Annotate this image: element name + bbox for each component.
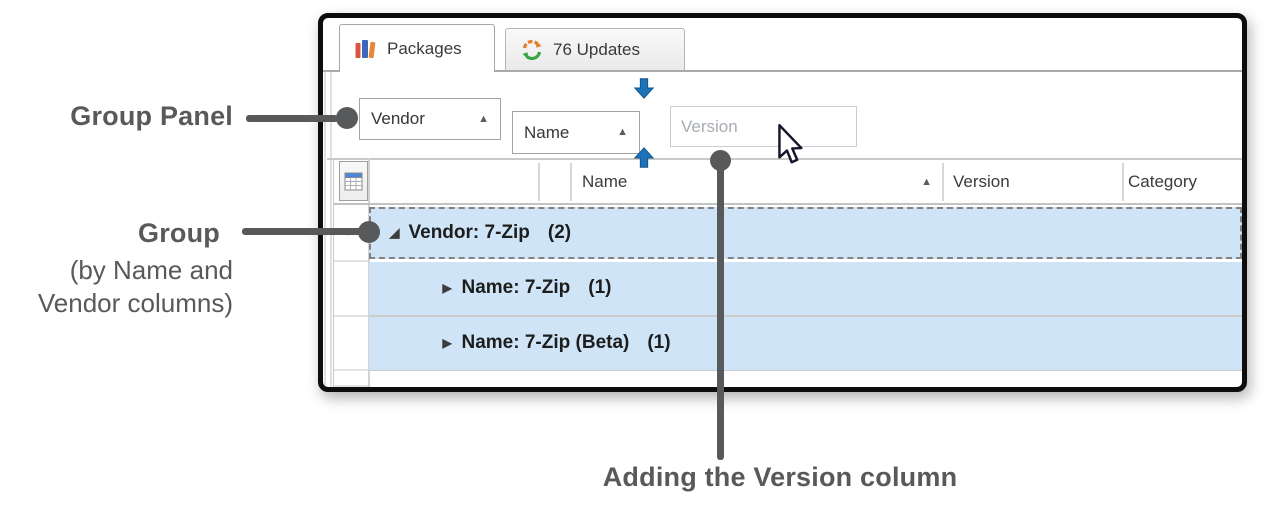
column-separator[interactable]: [570, 163, 572, 201]
tab-strip-divider: [323, 70, 1242, 72]
group-row-name-7zip[interactable]: ▶ Name: 7-Zip (1): [368, 261, 1242, 315]
sort-ascending-icon: ▲: [478, 112, 489, 125]
group-row-count: (1): [588, 277, 612, 299]
packages-icon: [355, 39, 376, 58]
group-row-name-7zip-beta[interactable]: ▶ Name: 7-Zip (Beta) (1): [368, 316, 1242, 370]
annotation-group-panel-line: [246, 115, 338, 122]
drop-position-up-arrow-icon: [633, 147, 655, 168]
annotation-group-sublabel-line1: (by Name and: [69, 255, 233, 285]
grid-top-border: [327, 158, 1242, 160]
annotation-group-dot: [358, 221, 380, 243]
column-header-name[interactable]: Name ▲: [582, 165, 938, 199]
group-row-label: Name: 7-Zip (Beta): [461, 332, 630, 353]
row-indicator-separator: [334, 315, 368, 317]
group-row-label: Name: 7-Zip: [461, 277, 571, 299]
group-collapsed-icon[interactable]: ▶: [442, 281, 452, 296]
header-bottom-border: [333, 203, 1242, 205]
drop-position-down-arrow-icon: [633, 78, 655, 99]
annotation-group-panel-dot: [336, 107, 358, 129]
tab-packages-label: Packages: [387, 38, 462, 58]
annotation-group-sublabel-line2: Vendor columns): [37, 288, 233, 318]
group-row-count: (1): [647, 332, 671, 353]
annotation-group-sublabel: (by Name and Vendor columns): [0, 254, 233, 320]
column-separator[interactable]: [1122, 163, 1124, 201]
tab-updates[interactable]: 76 Updates: [505, 28, 685, 70]
app-window: Packages 76 Updates Vendor ▲ Name ▲: [318, 13, 1247, 392]
tab-packages[interactable]: Packages: [339, 24, 495, 72]
group-name-label: Name: [524, 122, 570, 142]
row-separator: [368, 315, 1242, 317]
group-expanded-icon[interactable]: ◢: [389, 225, 400, 240]
row-indicator-separator: [334, 369, 368, 371]
column-separator[interactable]: [942, 163, 944, 201]
sort-ascending-icon: ▲: [921, 176, 932, 188]
column-header-version[interactable]: Version: [953, 165, 1113, 199]
group-collapsed-icon[interactable]: ▶: [442, 336, 452, 350]
dragged-version-label: Version: [681, 116, 738, 136]
column-separator[interactable]: [538, 163, 540, 201]
row-separator: [368, 369, 1242, 371]
row-indicator-separator: [334, 260, 368, 262]
annotation-group-line: [242, 228, 362, 235]
dragged-version-column-box[interactable]: Version: [670, 106, 857, 147]
group-row-vendor-7zip[interactable]: ◢ Vendor: 7-Zip (2): [368, 207, 1242, 259]
column-header-category-label: Category: [1128, 172, 1197, 191]
annotation-group-panel-label: Group Panel: [70, 101, 233, 131]
annotation-adding-version-label: Adding the Version column: [602, 462, 958, 492]
group-vendor-label: Vendor: [371, 109, 425, 128]
column-header-category[interactable]: Category: [1128, 165, 1238, 199]
sort-ascending-icon: ▲: [617, 126, 628, 138]
annotation-version-line: [717, 160, 724, 460]
mouse-cursor-icon: [778, 123, 803, 164]
group-row-label: Vendor: 7-Zip: [408, 222, 530, 243]
row-indicator-separator: [334, 385, 368, 387]
updates-icon: [522, 39, 542, 60]
column-header-version-label: Version: [953, 172, 1010, 191]
group-panel-name-box[interactable]: Name ▲: [512, 111, 640, 154]
tab-updates-label: 76 Updates: [553, 39, 640, 59]
annotation-version-dot: [710, 150, 731, 171]
annotation-group-label: Group: [138, 218, 220, 248]
column-chooser-icon: [344, 172, 363, 190]
group-panel-vendor-box[interactable]: Vendor ▲: [359, 98, 501, 140]
group-row-count: (2): [547, 222, 572, 243]
row-indicator-left-border: [333, 158, 334, 387]
column-header-name-label: Name: [582, 172, 628, 191]
column-chooser-button[interactable]: [339, 161, 368, 201]
